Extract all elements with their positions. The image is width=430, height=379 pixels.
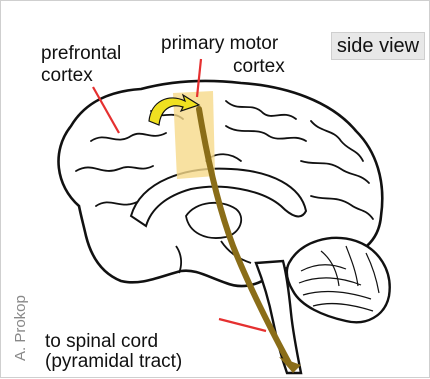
label-spinal-line2: (pyramidal tract) [45, 351, 182, 372]
label-prefrontal-line1: prefrontal [41, 43, 121, 64]
label-prefrontal-line2: cortex [41, 65, 93, 86]
label-motor-line1: primary motor [161, 33, 279, 54]
label-spinal-line1: to spinal cord [45, 331, 158, 352]
label-motor-line2: cortex [233, 56, 285, 77]
credit-text: A. Prokop [12, 295, 29, 361]
side-view-button[interactable]: side view [331, 32, 425, 60]
